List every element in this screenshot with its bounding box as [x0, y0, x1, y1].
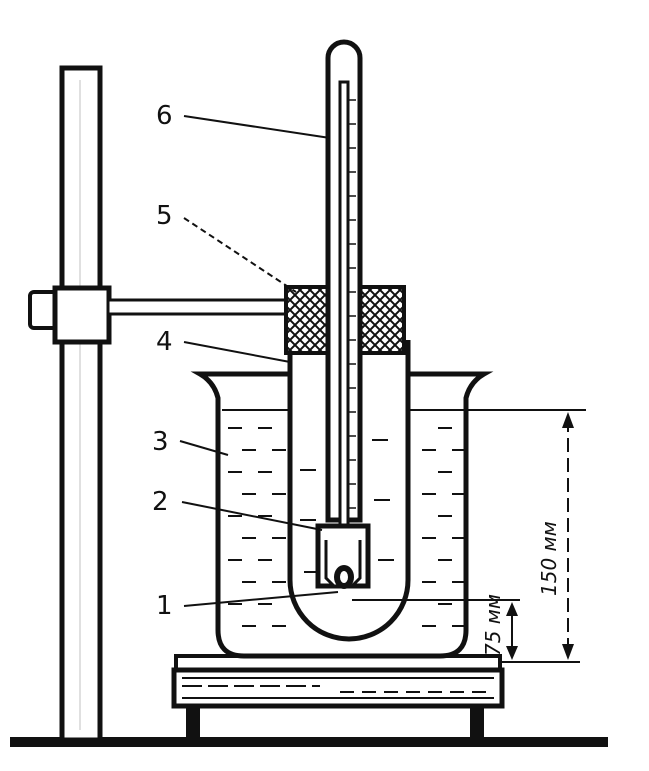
dimension-150mm: 150 мм	[537, 521, 561, 596]
label-5: 5	[156, 201, 173, 231]
label-4: 4	[156, 327, 173, 357]
leader-lines	[179, 115, 339, 607]
sample-holder	[315, 523, 371, 589]
label-2: 2	[152, 487, 169, 517]
label-3: 3	[152, 427, 169, 457]
table-surface	[10, 737, 608, 747]
dimension-arrows	[506, 412, 574, 660]
hot-plate	[171, 654, 505, 737]
label-1: 1	[156, 591, 173, 621]
stand-rod	[59, 65, 103, 743]
clamp	[28, 285, 292, 345]
dimension-75mm: 75 мм	[481, 594, 505, 656]
bath-liquid	[228, 427, 466, 627]
label-6: 6	[156, 101, 173, 131]
tube-liquid	[300, 439, 394, 573]
thermometer	[325, 39, 363, 554]
